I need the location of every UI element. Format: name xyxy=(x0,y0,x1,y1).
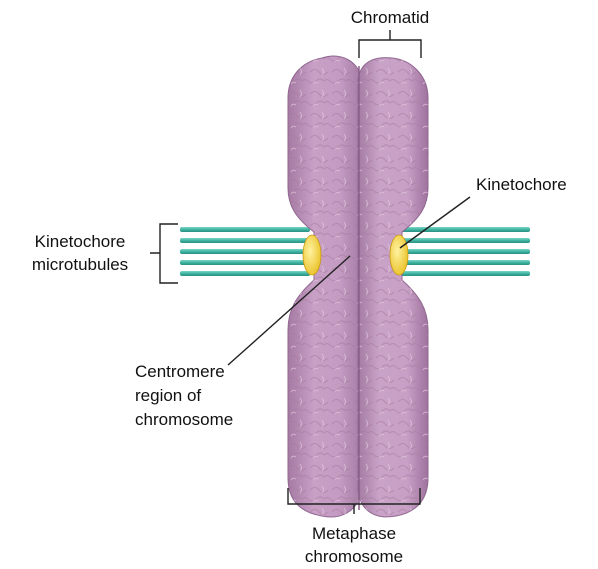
left-chromatid xyxy=(288,56,362,517)
right-kinetochore xyxy=(390,235,408,275)
centromere-label-line2: region of xyxy=(135,386,201,405)
centromere-label-line3: chromosome xyxy=(135,410,233,429)
right-microtubules xyxy=(392,227,530,276)
chromatid-bracket xyxy=(359,30,421,58)
left-kinetochore xyxy=(303,235,321,275)
microtubules-label-line1: Kinetochore xyxy=(35,232,126,251)
centromere-label-line1: Centromere xyxy=(135,362,225,381)
right-chromatid xyxy=(358,58,428,517)
metaphase-label-line2: chromosome xyxy=(305,547,403,566)
kinetochore-label: Kinetochore xyxy=(476,175,567,194)
metaphase-label-line1: Metaphase xyxy=(312,524,396,543)
microtubules-label-line2: microtubules xyxy=(32,255,128,274)
left-microtubules xyxy=(180,227,310,276)
microtubules-bracket xyxy=(150,224,178,283)
chromatid-label: Chromatid xyxy=(351,8,429,27)
